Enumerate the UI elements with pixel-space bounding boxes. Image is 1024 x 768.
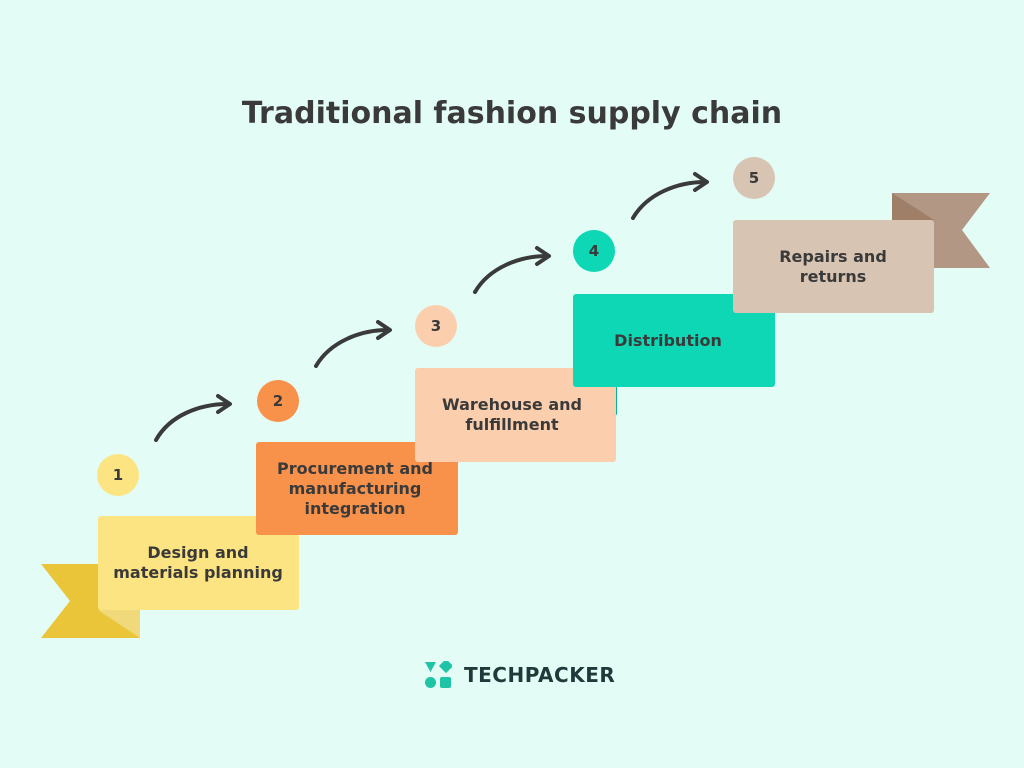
step-2-label: Procurement and manufacturing integratio… — [277, 458, 433, 518]
step-1-label: Design and materials planning — [113, 543, 283, 582]
step-1-box — [98, 516, 299, 610]
step-4-box — [573, 294, 775, 387]
arrow-4-to-5-head — [693, 172, 709, 192]
brand-logo: TECHPACKER — [424, 660, 615, 690]
techpacker-logo-icon — [425, 661, 452, 688]
arrow-1-to-2 — [154, 402, 230, 442]
step-5-box — [733, 220, 934, 313]
arrow-4-to-5 — [631, 180, 707, 220]
step-1-number: 1 — [97, 454, 139, 496]
arrow-3-to-4 — [473, 254, 549, 294]
brand-name: TECHPACKER — [464, 663, 616, 687]
end-ribbon-fold — [892, 193, 934, 220]
step-4-label: Distribution — [614, 330, 722, 350]
step-4-number: 4 — [573, 230, 615, 272]
arrow-2-to-3-head — [376, 320, 392, 340]
step-3-box — [415, 368, 616, 462]
diagram-title: Traditional fashion supply chain — [241, 96, 783, 131]
step-5-number: 5 — [733, 157, 775, 199]
step-3-label: Warehouse and fulfillment — [442, 395, 582, 434]
arrow-3-to-4-head — [535, 246, 551, 266]
arrow-1-to-2-head — [216, 394, 232, 414]
step-5-label: Repairs and returns — [779, 246, 887, 286]
arrow-2-to-3 — [314, 328, 390, 368]
start-ribbon-fold — [98, 610, 140, 638]
step-2-box — [256, 442, 458, 535]
step-3-number: 3 — [415, 305, 457, 347]
step-2-number: 2 — [257, 380, 299, 422]
